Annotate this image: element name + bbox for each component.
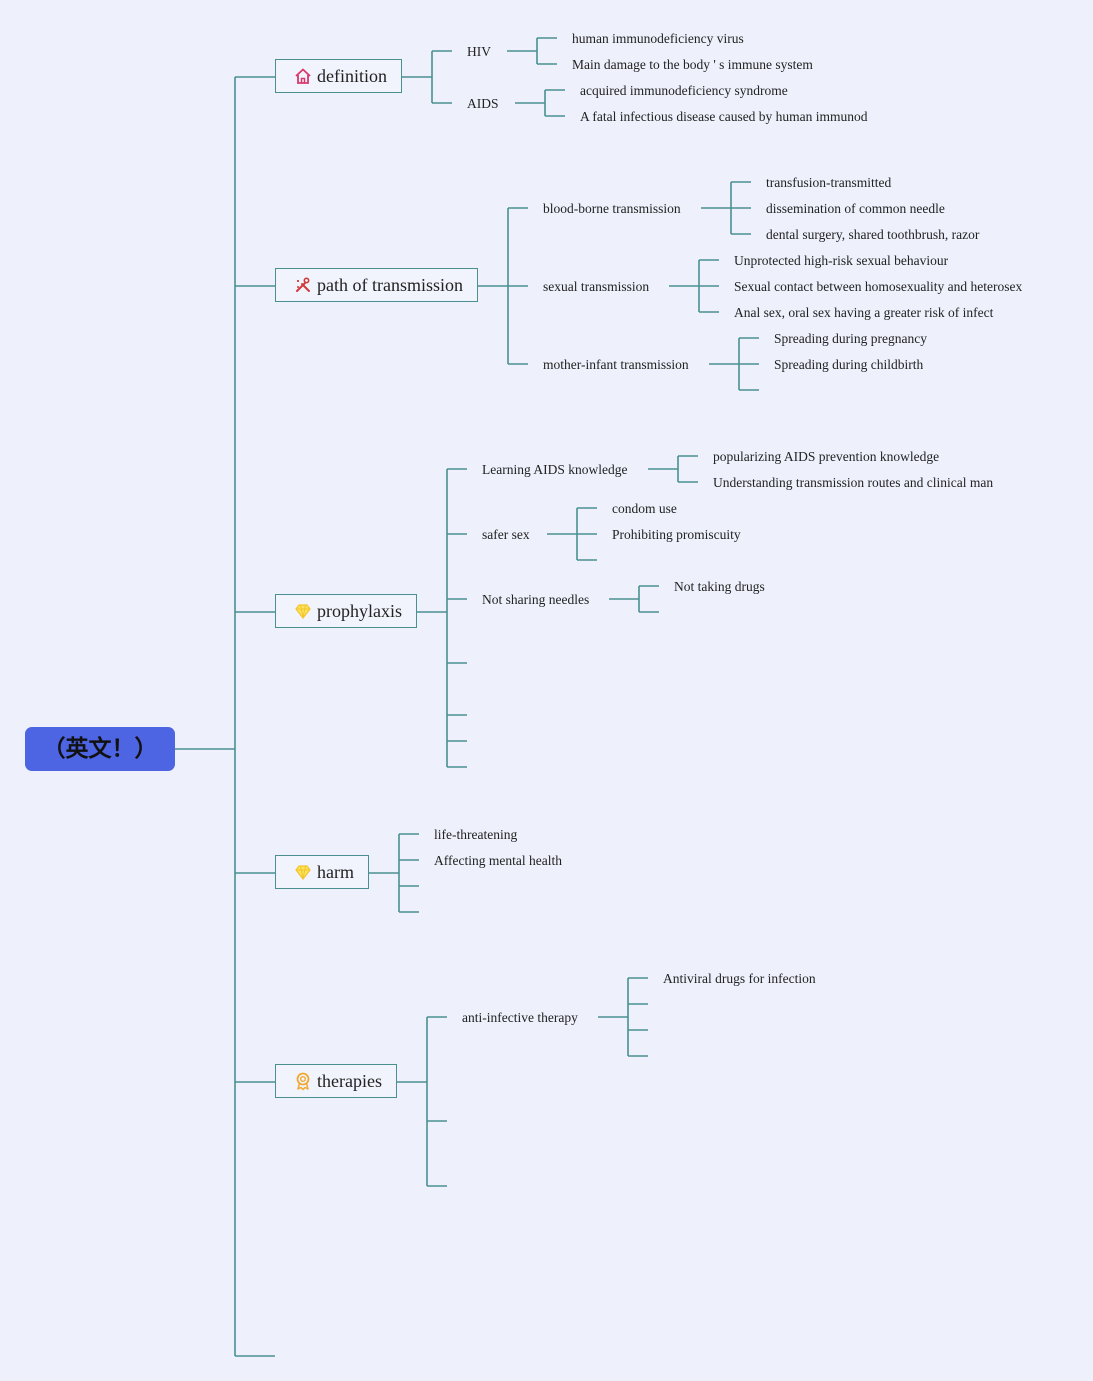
branch-label: path of transmission: [317, 274, 463, 295]
subtopic[interactable]: acquired immunodeficiency syndrome: [580, 83, 788, 98]
subtopic[interactable]: popularizing AIDS prevention knowledge: [713, 449, 940, 464]
medal-icon: [293, 1071, 313, 1091]
branch-label: prophylaxis: [317, 600, 402, 621]
branch-label: harm: [317, 861, 354, 882]
subtopic[interactable]: Main damage to the body ' s immune syste…: [572, 57, 813, 72]
subtopic[interactable]: dental surgery, shared toothbrush, razor: [766, 227, 980, 242]
subtopic[interactable]: Sexual contact between homosexuality and…: [734, 279, 1023, 294]
tools-icon: [293, 275, 313, 295]
topic-not-sharing-needles[interactable]: Not sharing needles: [482, 592, 590, 607]
subtopic[interactable]: Affecting mental health: [434, 853, 562, 868]
subtopic[interactable]: Spreading during pregnancy: [774, 331, 927, 346]
subtopic[interactable]: Not taking drugs: [674, 579, 765, 594]
central-topic[interactable]: （英文！）: [25, 727, 175, 771]
subtopic[interactable]: condom use: [612, 501, 677, 516]
topic-learning-aids-knowledge[interactable]: Learning AIDS knowledge: [482, 462, 628, 477]
subtopic[interactable]: Unprotected high-risk sexual behaviour: [734, 253, 949, 268]
diamond-icon: [293, 862, 313, 882]
topic-mother-infant[interactable]: mother-infant transmission: [543, 357, 689, 372]
topic-hiv[interactable]: HIV: [467, 44, 491, 59]
subtopic[interactable]: Spreading during childbirth: [774, 357, 924, 372]
subtopic[interactable]: Prohibiting promiscuity: [612, 527, 741, 542]
diamond-icon: [293, 601, 313, 621]
subtopic[interactable]: A fatal infectious disease caused by hum…: [580, 109, 868, 124]
subtopic[interactable]: Antiviral drugs for infection: [663, 971, 816, 986]
topic-aids[interactable]: AIDS: [467, 96, 499, 111]
subtopic[interactable]: life-threatening: [434, 827, 518, 842]
topic-sexual[interactable]: sexual transmission: [543, 279, 650, 294]
branch-label: therapies: [317, 1070, 382, 1091]
branch-label: definition: [317, 65, 387, 86]
branch-therapies[interactable]: therapies: [275, 1064, 397, 1098]
branch-prophylaxis[interactable]: prophylaxis: [275, 594, 417, 628]
house-icon: [293, 66, 313, 86]
subtopic[interactable]: transfusion-transmitted: [766, 175, 892, 190]
branch-path-of-transmission[interactable]: path of transmission: [275, 268, 478, 302]
branch-harm[interactable]: harm: [275, 855, 369, 889]
subtopic[interactable]: human immunodeficiency virus: [572, 31, 744, 46]
subtopic[interactable]: dissemination of common needle: [766, 201, 945, 216]
topic-blood-borne[interactable]: blood-borne transmission: [543, 201, 681, 216]
subtopic[interactable]: Understanding transmission routes and cl…: [713, 475, 994, 490]
topic-anti-infective-therapy[interactable]: anti-infective therapy: [462, 1010, 578, 1025]
branch-definition[interactable]: definition: [275, 59, 402, 93]
topic-safer-sex[interactable]: safer sex: [482, 527, 530, 542]
subtopic[interactable]: Anal sex, oral sex having a greater risk…: [734, 305, 994, 320]
